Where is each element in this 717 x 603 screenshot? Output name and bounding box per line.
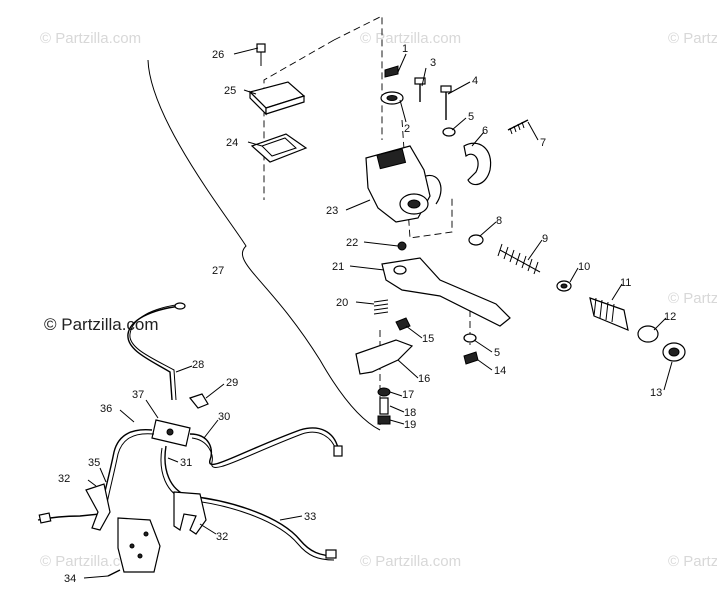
watermark: © Partzilla.com — [40, 30, 141, 47]
boot-11 — [589, 297, 629, 331]
fitting-32b — [173, 491, 207, 535]
bracket-16 — [355, 339, 414, 375]
label-part-32b: 32 — [216, 531, 228, 543]
label-part-9: 9 — [542, 233, 548, 245]
label-part-4: 4 — [472, 75, 478, 87]
hardware-top — [380, 65, 529, 186]
washer-17 — [377, 387, 391, 397]
watermark-layer: © Partzilla.com © Partzilla.com © Partzi… — [40, 30, 717, 570]
label-part-8: 8 — [496, 215, 502, 227]
spring-9 — [497, 243, 541, 275]
brake-lines — [37, 302, 343, 577]
label-part-15: 15 — [422, 333, 434, 345]
bracket-plate — [117, 517, 161, 573]
line-33 — [164, 445, 337, 557]
label-part-26: 26 — [212, 49, 224, 61]
part-labels: 1 2 3 4 5 6 7 8 9 10 11 12 13 14 5 15 16… — [58, 43, 676, 585]
reservoir-assembly — [248, 43, 308, 163]
label-part-31: 31 — [180, 457, 192, 469]
bolt-head-19 — [377, 415, 391, 425]
label-part-16: 16 — [418, 373, 430, 385]
ring-12 — [637, 325, 659, 343]
label-part-11: 11 — [620, 277, 631, 289]
label-part-6: 6 — [482, 125, 488, 137]
label-part-5: 5 — [468, 111, 474, 123]
line-28 — [127, 305, 181, 401]
hose-27 — [147, 59, 381, 431]
label-part-7: 7 — [540, 137, 546, 149]
dashed-line — [263, 39, 335, 200]
fitting-32a — [85, 483, 111, 531]
label-part-37: 37 — [132, 389, 144, 401]
line-36 — [37, 429, 153, 521]
watermark: © Partzilla.com — [668, 290, 717, 307]
label-part-32a: 32 — [58, 473, 70, 485]
fitting-29 — [188, 393, 209, 409]
label-part-36: 36 — [100, 403, 112, 415]
label-part-24: 24 — [226, 137, 238, 149]
label-part-14: 14 — [494, 365, 506, 377]
label-part-1: 1 — [402, 43, 408, 55]
line-30 — [189, 427, 339, 465]
label-part-5b: 5 — [494, 347, 500, 359]
label-part-13: 13 — [650, 387, 662, 399]
washer-5b — [463, 333, 477, 343]
label-part-23: 23 — [326, 205, 338, 217]
nut-1 — [384, 65, 399, 78]
label-part-25: 25 — [224, 85, 236, 97]
label-part-30: 30 — [218, 411, 230, 423]
watermark: © Partzilla.com — [668, 553, 717, 570]
nut-15 — [395, 317, 411, 331]
watermark: © Partzilla.com — [360, 30, 461, 47]
label-part-22: 22 — [346, 237, 358, 249]
label-part-27: 27 — [212, 265, 224, 277]
label-part-10: 10 — [578, 261, 590, 273]
pin-22 — [397, 241, 407, 251]
watermark: © Partzilla.com — [360, 553, 461, 570]
bolt-4 — [440, 85, 452, 93]
label-part-18: 18 — [404, 407, 416, 419]
label-part-21: 21 — [332, 261, 344, 273]
screw-26 — [256, 43, 266, 53]
screw-34 — [107, 569, 121, 577]
label-part-28: 28 — [192, 359, 204, 371]
diaphragm-24 — [250, 133, 308, 163]
clamp-6 — [463, 142, 492, 186]
label-part-34: 34 — [64, 573, 76, 585]
label-part-2: 2 — [404, 123, 410, 135]
watermark: © Partzilla.com — [668, 30, 717, 47]
plunger-assembly — [468, 234, 686, 362]
watermark: © Partzilla.com — [40, 553, 141, 570]
bolt-18 — [379, 397, 389, 415]
spring-20 — [373, 299, 389, 315]
label-part-20: 20 — [336, 297, 348, 309]
label-part-17: 17 — [402, 389, 414, 401]
label-part-12: 12 — [664, 311, 676, 323]
washer-8 — [468, 234, 484, 246]
master-cylinder-23 — [365, 145, 442, 223]
nut-14 — [463, 351, 479, 365]
label-part-33: 33 — [304, 511, 316, 523]
label-part-19: 19 — [404, 419, 416, 431]
label-part-29: 29 — [226, 377, 238, 389]
label-part-3: 3 — [430, 57, 436, 69]
leader-lines — [83, 47, 673, 579]
lever-21 — [355, 241, 511, 425]
label-part-35: 35 — [88, 457, 100, 469]
